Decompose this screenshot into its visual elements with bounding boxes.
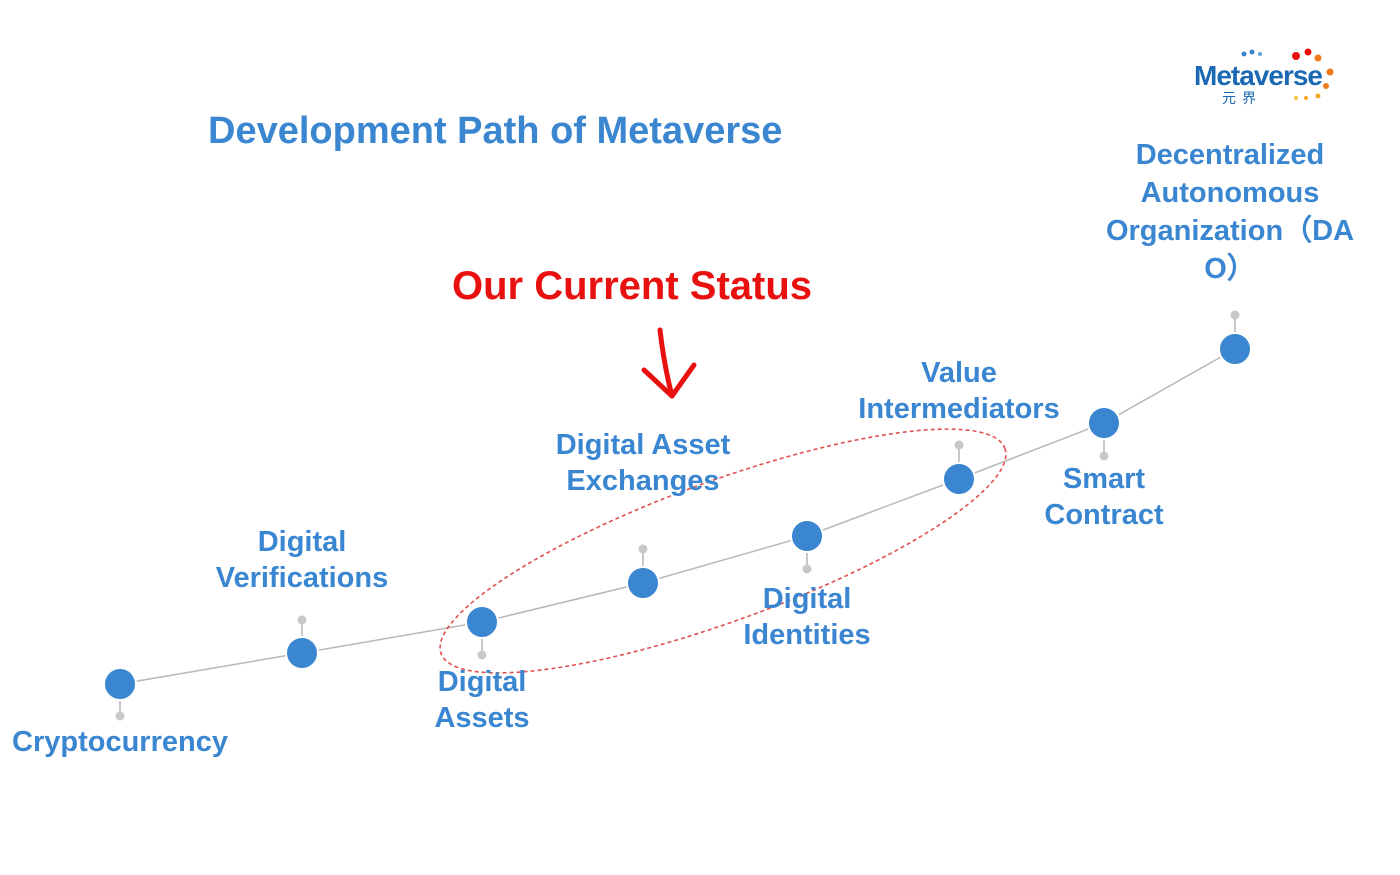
current-status-ellipse <box>439 428 1007 674</box>
node-dao <box>1218 332 1252 366</box>
label-smart-contract: Smart Contract <box>1044 463 1164 531</box>
node-cryptocurrency <box>103 667 137 701</box>
label-value-intermediators: Value Intermediators <box>858 357 1060 425</box>
label-cryptocurrency: Cryptocurrency <box>12 726 228 758</box>
label-digital-asset-exchanges: Digital Asset Exchanges <box>555 429 731 497</box>
current-status-label: Our Current Status <box>452 264 813 308</box>
node-digital-verifications <box>285 636 319 670</box>
label-digital-assets: Digital Assets <box>434 666 530 734</box>
node-digital-asset-exchanges <box>626 566 660 600</box>
label-digital-identities: Digital Identities <box>743 583 871 651</box>
label-dao: Decentralized Autonomous Organization（DA… <box>1105 139 1355 285</box>
logo-dots-icon <box>1241 48 1334 100</box>
logo-name: Metaverse <box>1194 60 1323 91</box>
metaverse-logo: Metaverse 元界 <box>1190 48 1350 108</box>
current-status-arrow-icon <box>641 327 697 399</box>
node-digital-assets <box>465 605 499 639</box>
label-digital-verifications: Digital Verifications <box>215 526 389 594</box>
node-value-intermediators <box>942 462 976 496</box>
path-curve <box>119 348 1236 685</box>
logo-subtitle: 元界 <box>1222 90 1262 106</box>
node-digital-identities <box>790 519 824 553</box>
page-title: Development Path of Metaverse <box>208 110 783 152</box>
node-smart-contract <box>1087 406 1121 440</box>
